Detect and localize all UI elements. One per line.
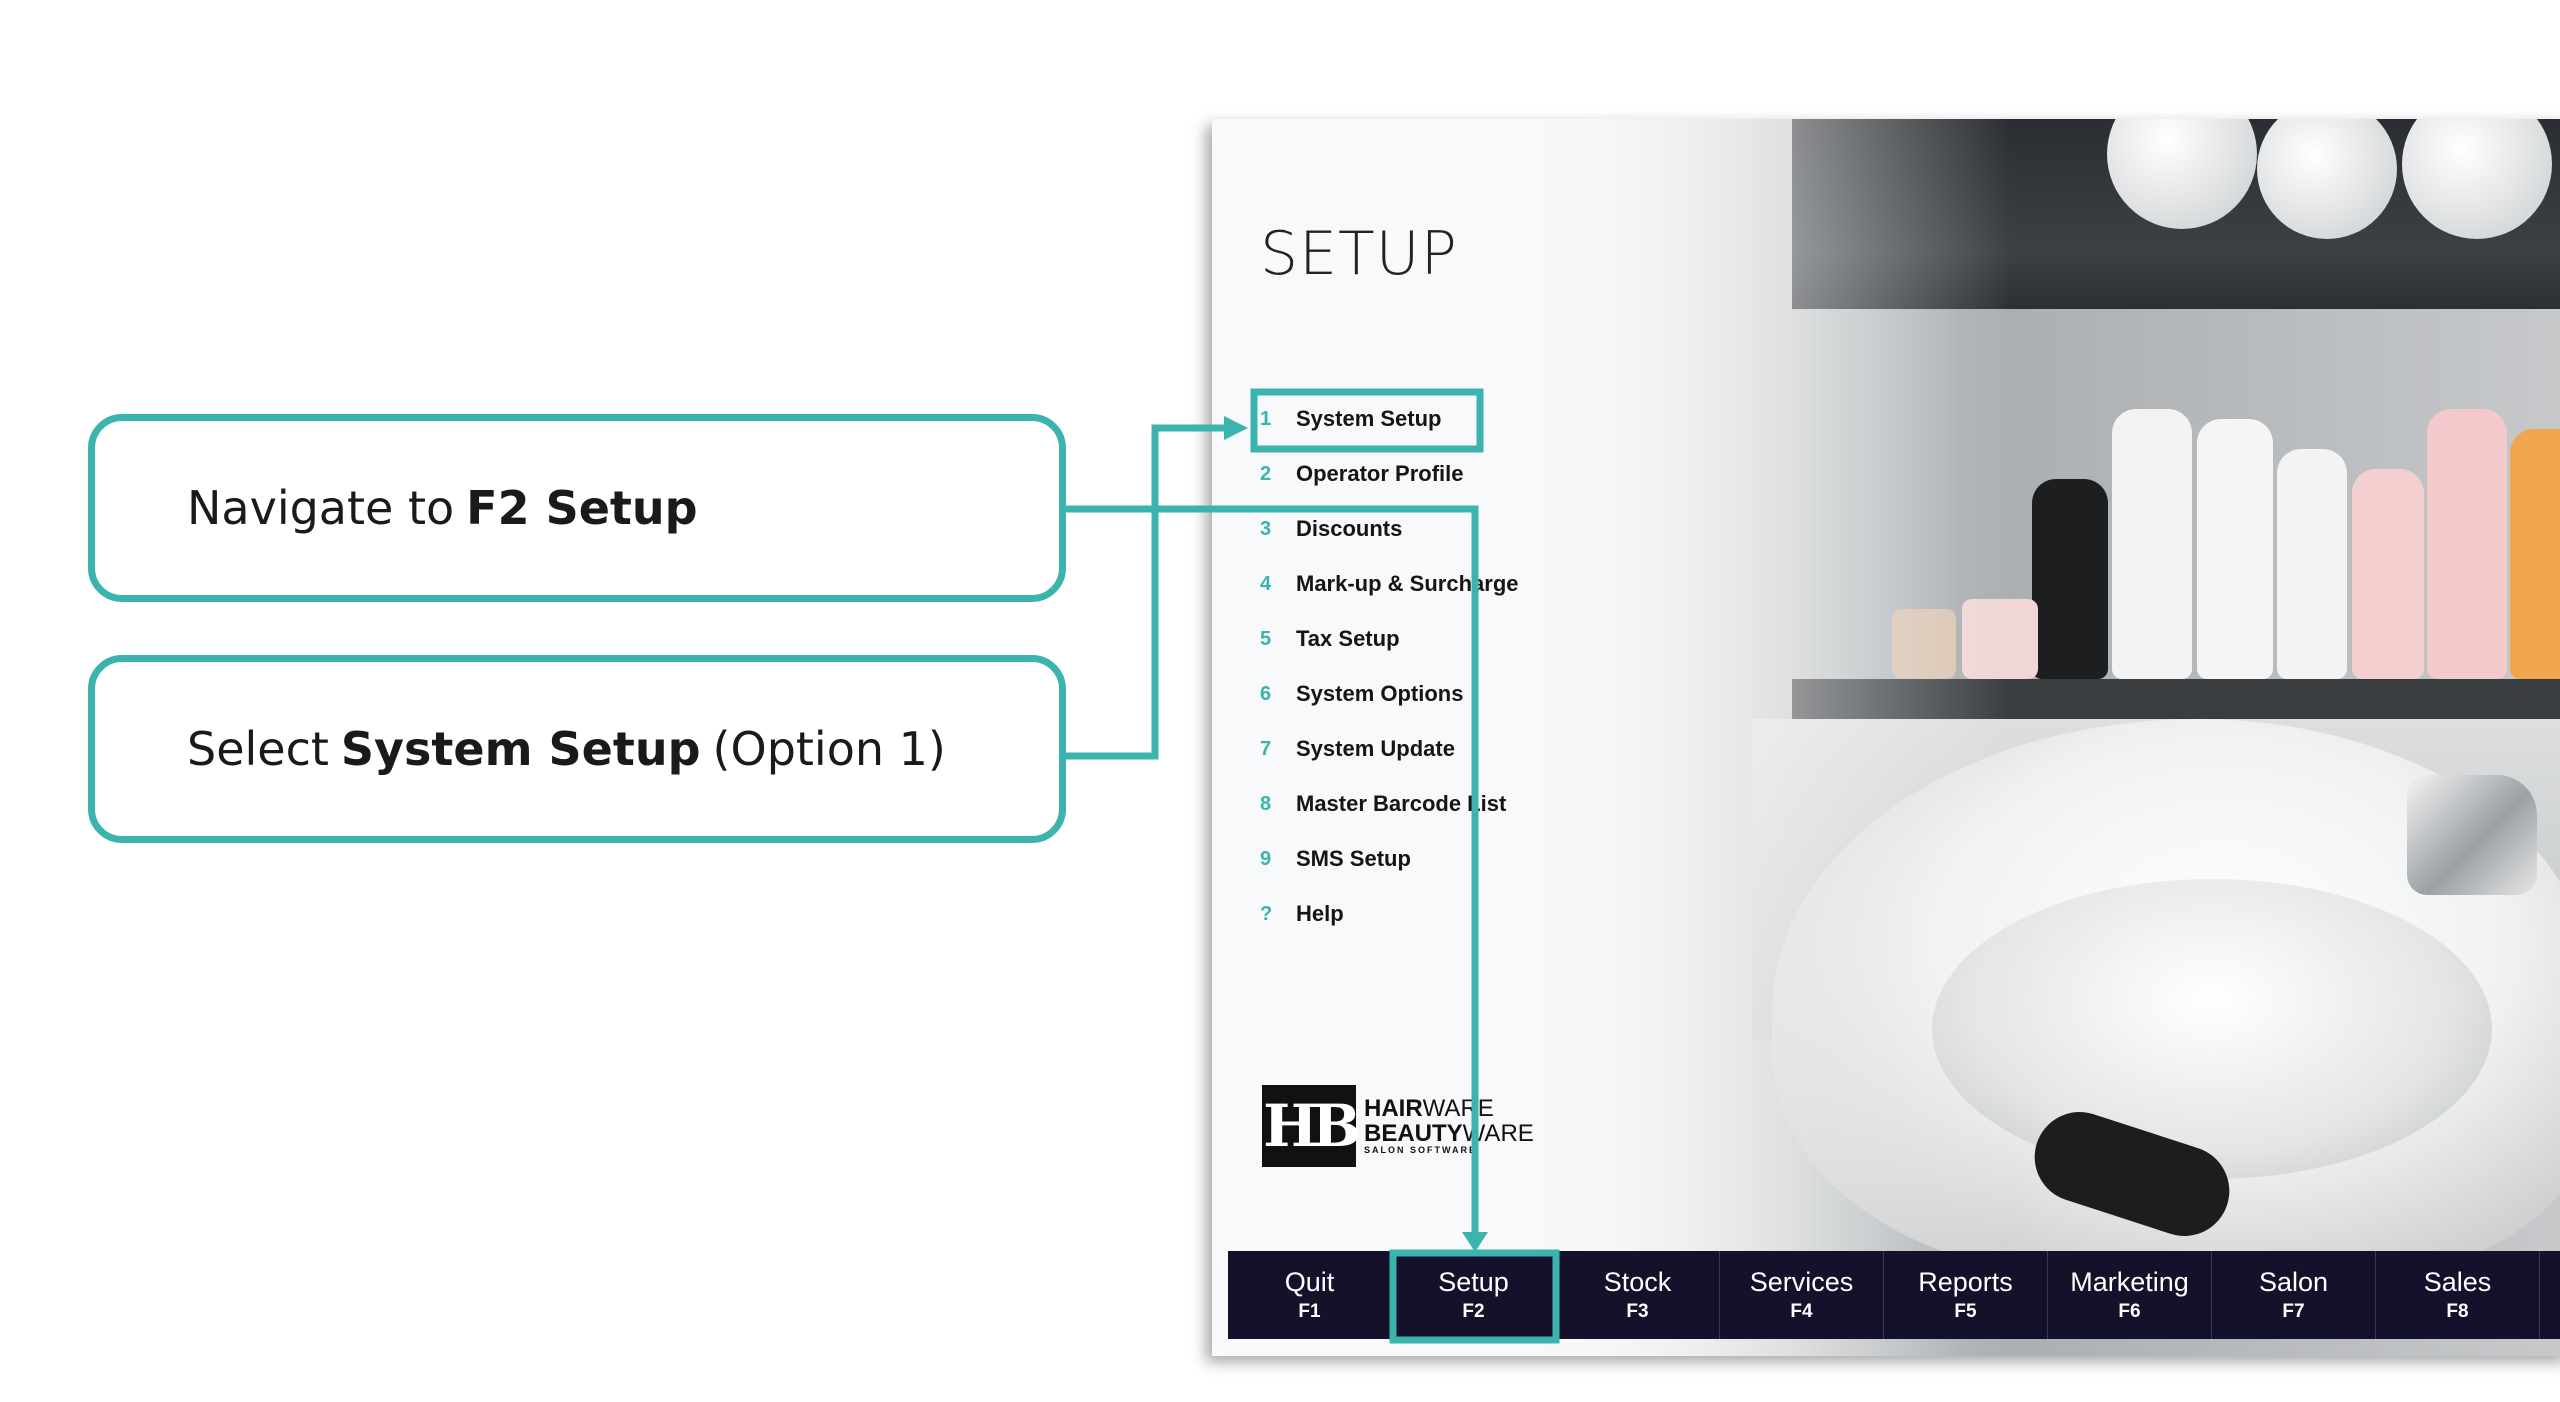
bottle-image <box>2032 479 2108 679</box>
fkey-services[interactable]: Services F4 <box>1720 1251 1884 1339</box>
fkey-reports[interactable]: Reports F5 <box>1884 1251 2048 1339</box>
menu-item-tax-setup[interactable]: 5 Tax Setup <box>1260 619 1400 659</box>
page-title: SETUP <box>1260 219 1458 289</box>
bottle-image <box>2197 419 2273 679</box>
logo-tagline: SALON SOFTWARE <box>1364 1145 1477 1156</box>
hairware-beautyware-logo: HB HAIRWARE BEAUTYWARE SALON SOFTWARE <box>1262 1085 1534 1167</box>
menu-item-discounts[interactable]: 3 Discounts <box>1260 509 1402 549</box>
menu-item-master-barcode-list[interactable]: 8 Master Barcode List <box>1260 784 1506 824</box>
menu-key: 3 <box>1260 517 1272 540</box>
menu-label: System Update <box>1296 736 1455 761</box>
bottle-image <box>2427 409 2507 679</box>
function-key-bar: Quit F1 Setup F2 Stock F3 Services F4 Re… <box>1228 1251 2560 1339</box>
callout-text: Select <box>187 722 329 776</box>
menu-item-system-options[interactable]: 6 System Options <box>1260 674 1463 714</box>
callout-navigate-f2-setup: Navigate to F2 Setup <box>88 414 1066 602</box>
bottle-image <box>2277 449 2347 679</box>
fkey-label: Marketing <box>2070 1267 2189 1297</box>
fkey-label: Sales <box>2423 1267 2492 1297</box>
menu-item-system-setup[interactable]: 1 System Setup <box>1260 399 1442 439</box>
menu-label: Help <box>1296 901 1344 926</box>
fkey-code: F8 <box>2446 1301 2469 1322</box>
wash-basin-bowl <box>1932 879 2492 1179</box>
callout-emphasis: F2 Setup <box>466 481 698 535</box>
fkey-code: F1 <box>1298 1301 1321 1322</box>
menu-item-operator-profile[interactable]: 2 Operator Profile <box>1260 454 1463 494</box>
menu-label: System Setup <box>1296 406 1442 431</box>
logo-line-2: BEAUTYWARE <box>1364 1120 1534 1148</box>
arrowhead-f2-setup <box>1462 1232 1488 1252</box>
menu-key: 9 <box>1260 847 1272 870</box>
towel-image <box>2402 119 2552 239</box>
fkey-code: F4 <box>1790 1301 1813 1322</box>
menu-key: 4 <box>1260 572 1272 595</box>
menu-key: 7 <box>1260 737 1272 760</box>
fkey-sales[interactable]: Sales F8 <box>2376 1251 2540 1339</box>
menu-item-system-update[interactable]: 7 System Update <box>1260 729 1455 769</box>
fkey-code: F3 <box>1626 1301 1649 1322</box>
fkey-label: Salon <box>2258 1267 2329 1297</box>
towel-image <box>2257 119 2397 239</box>
fkey-label: Services <box>1749 1267 1854 1297</box>
arrowhead-system-setup <box>1224 416 1248 440</box>
callout-suffix: (Option 1) <box>712 722 946 776</box>
callout-emphasis: System Setup <box>340 722 701 776</box>
highlight-system-setup <box>1250 388 1484 453</box>
fkey-quit[interactable]: Quit F1 <box>1228 1251 1392 1339</box>
callout-select-system-setup: Select System Setup (Option 1) <box>88 655 1066 843</box>
arrow-to-system-setup <box>1066 424 1226 760</box>
tap-image <box>2407 775 2537 895</box>
menu-label: System Options <box>1296 681 1464 706</box>
menu-item-help[interactable]: ? Help <box>1260 894 1344 934</box>
fkey-code: F2 <box>1462 1301 1485 1322</box>
fkey-label: Reports <box>1918 1267 2013 1297</box>
fkey-salon[interactable]: Salon F7 <box>2212 1251 2376 1339</box>
menu-label: Operator Profile <box>1296 461 1464 486</box>
menu-label: Mark-up & Surcharge <box>1296 571 1519 596</box>
fkey-code: F7 <box>2282 1301 2305 1322</box>
fkey-label: Setup <box>1438 1267 1509 1297</box>
logo-wordmark: HAIRWARE BEAUTYWARE SALON SOFTWARE <box>1364 1096 1534 1156</box>
menu-item-sms-setup[interactable]: 9 SMS Setup <box>1260 839 1411 879</box>
bottle-image <box>2352 469 2424 679</box>
logo-mark: HB <box>1262 1085 1361 1167</box>
logo-line-1: HAIRWARE <box>1364 1095 1494 1123</box>
menu-label: Tax Setup <box>1296 626 1400 651</box>
app-screenshot: SETUP 1 System Setup 2 Operator Profile … <box>1212 119 2560 1356</box>
arrow-to-f2-setup <box>1066 505 1479 1236</box>
menu-key: 1 <box>1260 407 1272 430</box>
fkey-stock[interactable]: Stock F3 <box>1556 1251 1720 1339</box>
menu-label: SMS Setup <box>1296 846 1411 871</box>
bottle-image <box>2510 429 2560 679</box>
highlight-f2-setup <box>1389 1249 1560 1344</box>
menu-key: 2 <box>1260 462 1272 485</box>
fkey-marketing[interactable]: Marketing F6 <box>2048 1251 2212 1339</box>
fkey-label: Stock <box>1603 1267 1672 1297</box>
menu-key: ? <box>1260 902 1273 925</box>
menu-label: Discounts <box>1296 516 1403 541</box>
fkey-code: F6 <box>2118 1301 2141 1322</box>
fkey-label: Quit <box>1284 1267 1335 1297</box>
fkey-code: F5 <box>1954 1301 1977 1322</box>
menu-item-markup-surcharge[interactable]: 4 Mark-up & Surcharge <box>1260 564 1519 604</box>
menu-label: Master Barcode List <box>1296 791 1507 816</box>
menu-key: 8 <box>1260 792 1272 815</box>
menu-key: 5 <box>1260 627 1272 650</box>
bottle-image <box>2112 409 2192 679</box>
menu-key: 6 <box>1260 682 1272 705</box>
callout-text: Navigate to <box>187 481 455 535</box>
